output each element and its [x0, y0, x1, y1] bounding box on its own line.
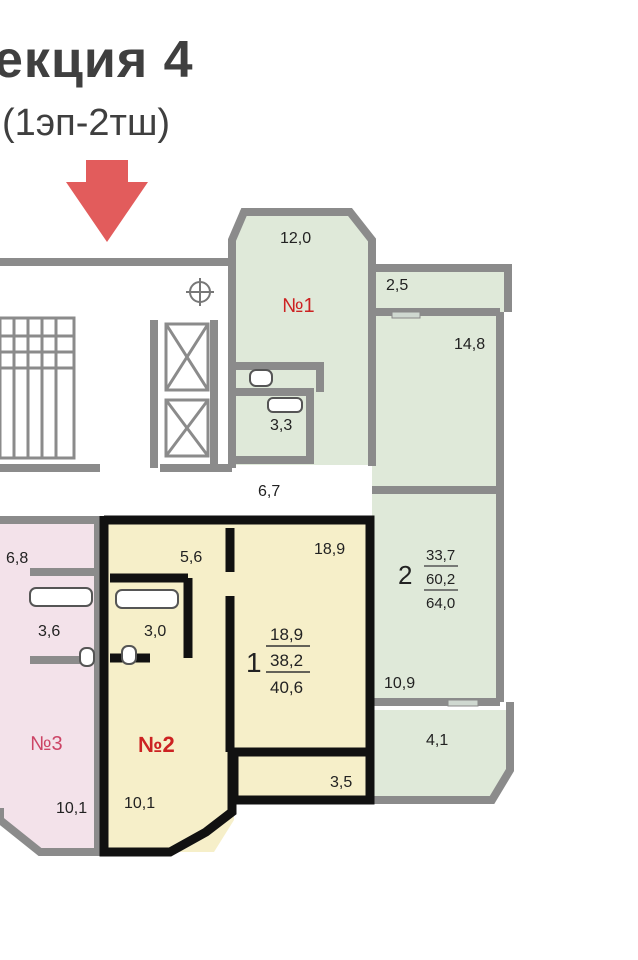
area-green-kitchen: 10,9 [384, 675, 415, 692]
area-yellow-room: 18,9 [314, 541, 345, 558]
walls [0, 208, 514, 856]
apartment-1-total: 60,2 [426, 571, 455, 588]
apartment-2-number: №2 [138, 732, 175, 757]
staircase [0, 316, 76, 460]
entrance-arrow-icon [66, 160, 148, 242]
area-yellow-bath: 3,0 [144, 623, 166, 640]
area-green-loggia: 4,1 [426, 732, 448, 749]
sanitary-fixtures [29, 369, 303, 667]
section-subtitle: (1эп-2тш) [2, 102, 171, 144]
area-green-bath: 3,3 [270, 417, 292, 434]
area-pink-bath: 3,6 [38, 623, 60, 640]
apartment-2-total: 38,2 [270, 651, 303, 670]
apartment-1-total2: 64,0 [426, 595, 455, 612]
area-yellow-kitchen: 10,1 [124, 795, 155, 812]
area-pink-kitchen: 10,1 [56, 800, 87, 817]
apartment-1-living: 33,7 [426, 547, 455, 564]
area-bay-top: 12,0 [280, 230, 311, 247]
apartment-2-walls [99, 515, 375, 857]
apartment-1-fill [234, 210, 510, 800]
elevator-shafts [164, 322, 210, 458]
apartment-2-rooms: 1 [246, 647, 262, 678]
section-title: екция 4 [0, 31, 194, 89]
ventilation-icon [186, 278, 214, 306]
area-balcony-top: 2,5 [386, 277, 408, 294]
area-yellow-hall: 5,6 [180, 549, 202, 566]
apartment-2-total2: 40,6 [270, 678, 303, 697]
area-corridor: 6,7 [258, 483, 280, 500]
area-yellow-loggia: 3,5 [330, 774, 352, 791]
area-green-room-right: 14,8 [454, 336, 485, 353]
area-pink-hall: 6,8 [6, 550, 28, 567]
apartment-1-rooms: 2 [398, 560, 412, 590]
apartment-2-living: 18,9 [270, 625, 303, 644]
apartment-1-number: №1 [282, 295, 315, 317]
windows [391, 311, 479, 707]
apartment-3-number: №3 [30, 733, 63, 755]
